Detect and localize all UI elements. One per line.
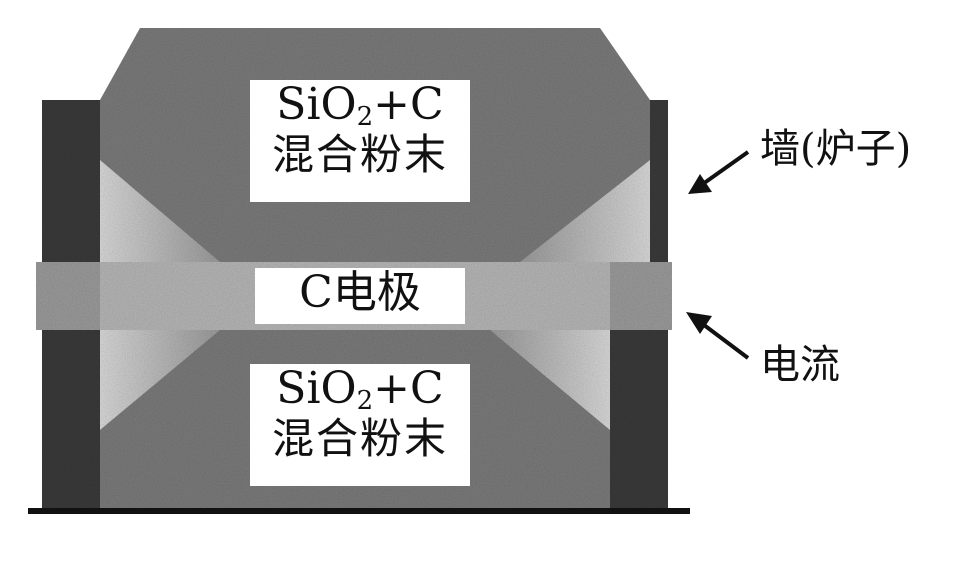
electrode-label: C电极 <box>255 267 465 324</box>
bottom-mixture-formula: SiO2+C <box>276 363 444 416</box>
furnace-base-line <box>28 508 690 514</box>
bottom-mixture-label: SiO2+C 混合粉末 <box>250 363 470 486</box>
electrode-label-text: C电极 <box>299 267 421 318</box>
wall-callout: 墙(炉子) <box>760 126 912 172</box>
wall-arrow <box>688 150 750 194</box>
top-mixture-formula: SiO2+C <box>276 79 444 132</box>
current-arrow <box>686 312 750 360</box>
top-mixture-label: SiO2+C 混合粉末 <box>250 79 470 202</box>
bottom-mixture-name: 混合粉末 <box>271 413 448 463</box>
top-mixture-name: 混合粉末 <box>271 129 448 179</box>
current-callout: 电流 <box>760 342 840 388</box>
